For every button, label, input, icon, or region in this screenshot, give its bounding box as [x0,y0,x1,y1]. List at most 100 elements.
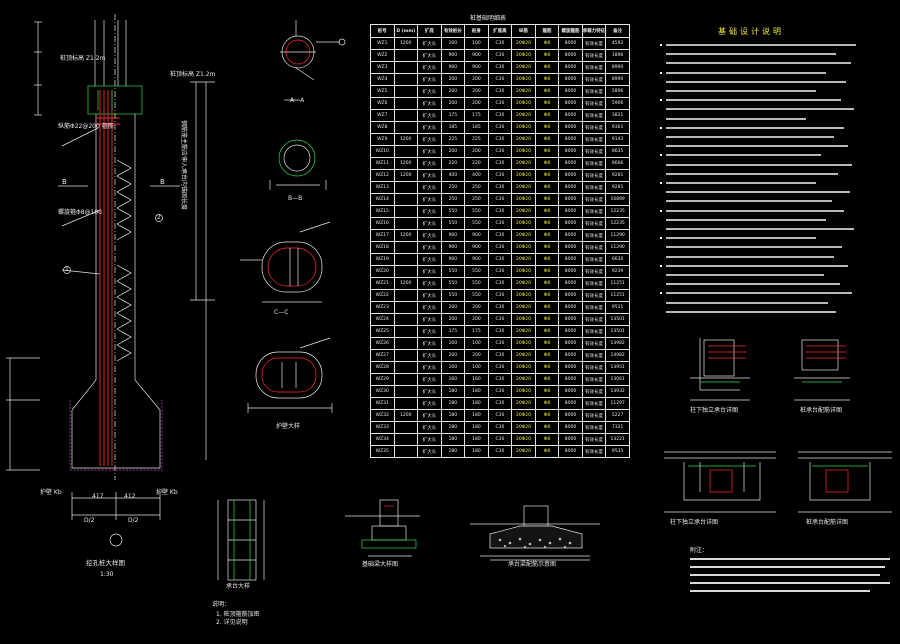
note-line [666,218,826,221]
pile-table-title: 桩基础明细表 [470,15,507,22]
table-cell: 有效长度 [581,421,607,434]
section-tag-b-left: B [62,178,67,186]
note-line [666,172,838,175]
table-cell: 11297 [605,397,630,410]
table-cell: 180 [464,385,489,398]
table-cell [393,337,419,350]
table-cell: 9535 [605,445,630,458]
table-header-cell: 备注 [605,24,630,38]
table-cell: 扩大头 [417,373,442,386]
table-cell: 400 [464,169,489,182]
note-bullet [660,292,662,295]
table-cell: WZ25 [370,325,395,338]
table-cell: 550 [440,277,466,290]
table-cell: 250 [440,181,466,194]
table-cell: 13501 [605,313,630,326]
table-cell: 100 [464,37,489,50]
table-cell: WZ22 [370,289,395,302]
table-cell [393,265,419,278]
table-cell: WZ27 [370,349,395,362]
table-cell: 8000 [558,169,583,182]
note-line [666,182,816,184]
table-header-cell: 螺旋箍筋 [558,24,583,38]
note-line [666,255,834,258]
table-header-cell: 箍筋 [534,24,560,38]
table-cell: 20Φ20 [511,433,536,446]
table-cell: Φ8 [534,157,560,170]
table-cell: C30 [487,205,513,218]
table-cell: 175 [464,109,489,122]
table-cell: 200 [440,313,466,326]
table-cell: 3821 [605,109,630,122]
table-cell: 13932 [605,385,630,398]
table-cell: 扩大头 [417,85,442,98]
table-cell: Φ8 [534,253,560,266]
table-cell: WZ23 [370,301,395,314]
table-cell [393,73,419,86]
table-cell: 220 [464,157,489,170]
table-cell: 20Φ20 [511,301,536,314]
table-cell: WZ10 [370,145,395,158]
section-bb-label: B—B [288,195,303,202]
table-cell: 20Φ20 [511,193,536,206]
table-cell: Φ8 [534,277,560,290]
table-cell: 6630 [605,253,630,266]
table-cell: 有效长度 [581,397,607,410]
table-cell: 有效长度 [581,217,607,230]
table-cell: 8000 [558,361,583,374]
table-cell: C30 [487,61,513,74]
table-cell [393,193,419,206]
note-line [666,301,828,304]
note-line [666,53,836,56]
table-cell: 550 [440,217,466,230]
table-cell: Φ8 [534,241,560,254]
table-cell: 250 [440,193,466,206]
table-cell: 8000 [558,421,583,434]
table-cell: 180 [464,397,489,410]
table-cell: 20Φ20 [511,133,536,146]
table-cell: Φ8 [534,361,560,374]
table-cell: Φ8 [534,373,560,386]
table-cell: 8666 [605,157,630,170]
table-cell: 180 [440,421,466,434]
footing-detail-1-title: 基础梁大样图 [362,561,399,568]
table-cell: 20Φ20 [511,109,536,122]
table-cell: 20Φ20 [511,253,536,266]
table-cell: 有效长度 [581,157,607,170]
table-cell: 200 [464,73,489,86]
note-line [666,117,806,120]
table-cell: Φ8 [534,133,560,146]
table-cell: 9361 [605,121,630,134]
note-line [666,237,816,240]
table-cell: Φ8 [534,193,560,206]
table-cell: 扩大头 [417,289,442,302]
table-cell: 900 [440,241,466,254]
table-cell: Φ8 [534,73,560,86]
table-cell: C30 [487,97,513,110]
table-cell: Φ8 [534,301,560,314]
table-cell: 9281 [605,169,630,182]
table-cell: 1200 [393,37,419,50]
table-cell: C30 [487,229,513,242]
table-cell: 175 [440,109,466,122]
table-cell: 550 [440,265,466,278]
table-cell: 200 [464,313,489,326]
table-cell [393,397,419,410]
table-cell: 有效长度 [581,337,607,350]
table-cell: 160 [440,373,466,386]
table-cell: 1200 [393,409,419,422]
table-cell: C30 [487,289,513,302]
table-cell: 20Φ20 [511,265,536,278]
table-cell: 扩大头 [417,217,442,230]
table-cell: C30 [487,385,513,398]
dim-d2b: D/2 [128,517,139,524]
table-cell: 20Φ20 [511,325,536,338]
